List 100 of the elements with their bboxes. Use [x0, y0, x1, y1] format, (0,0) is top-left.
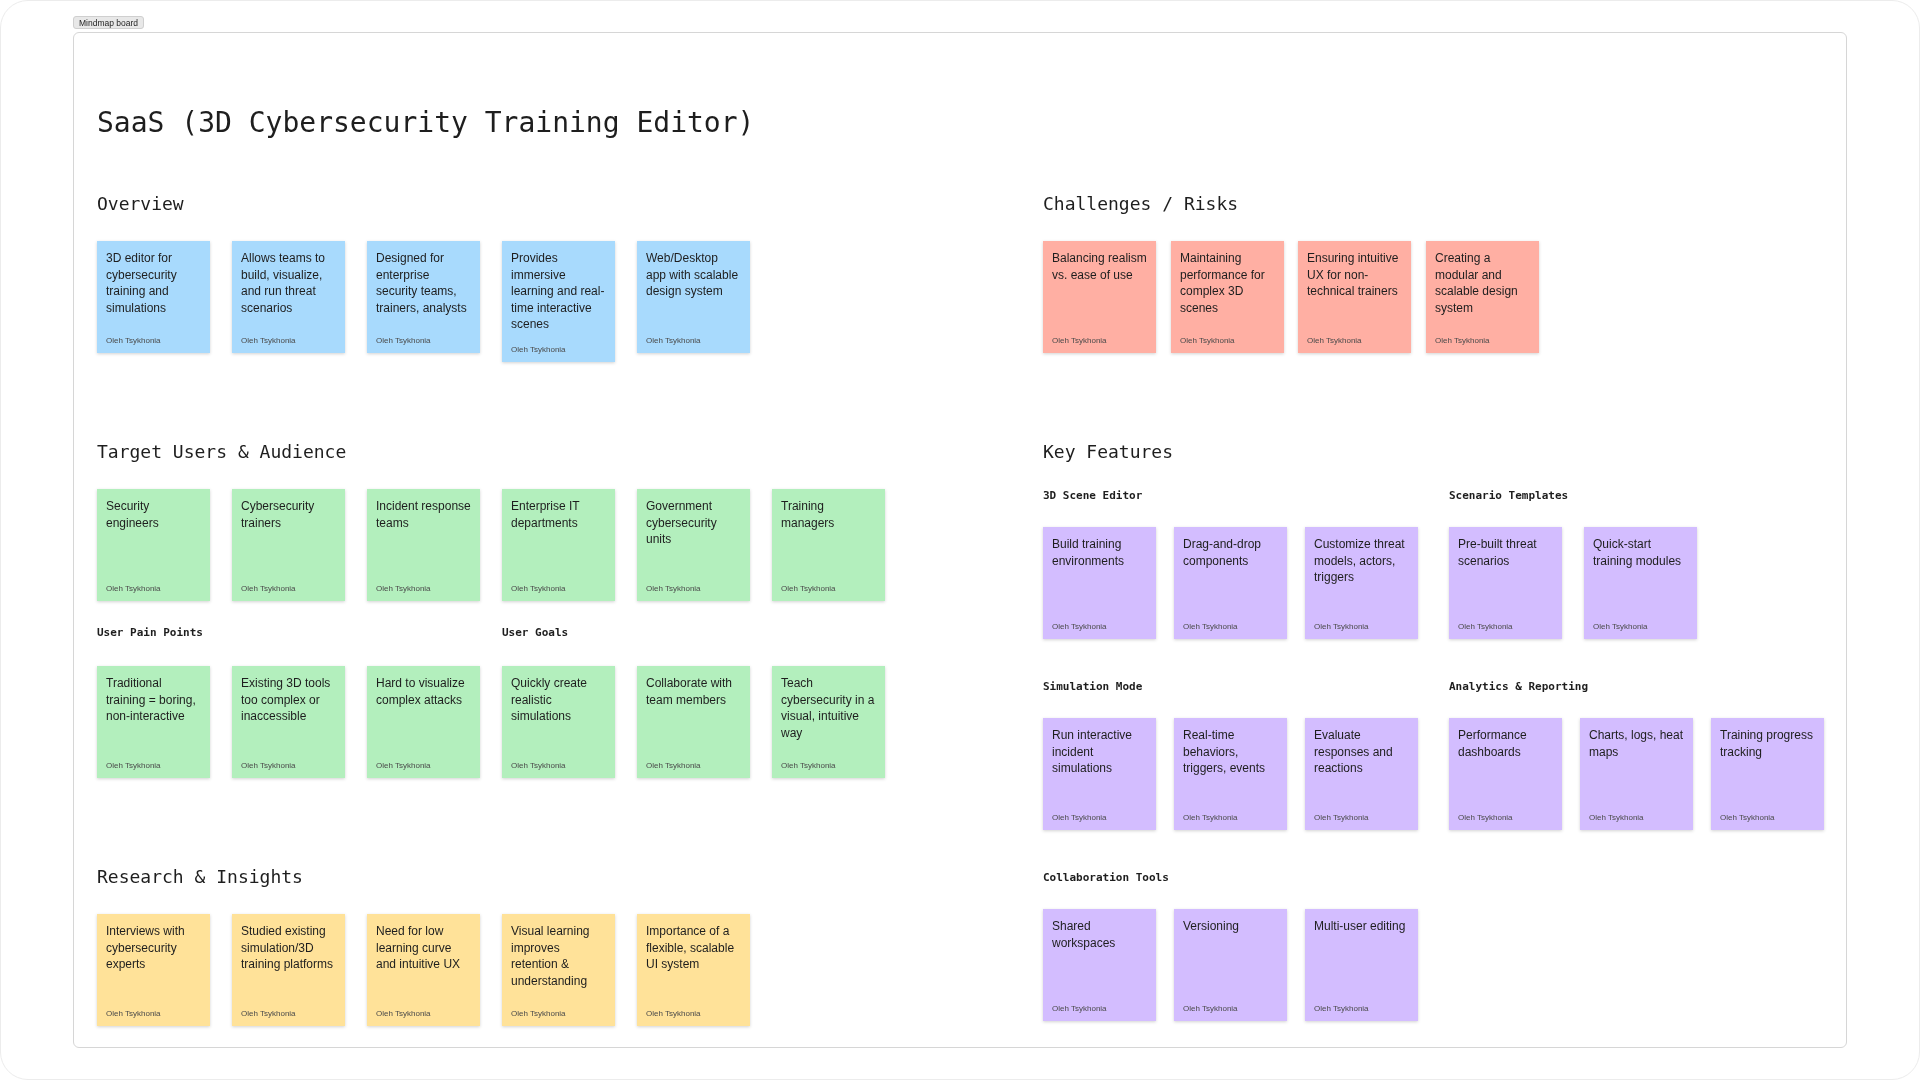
sticky-note	[1174, 909, 1287, 1021]
sticky-note	[97, 489, 210, 601]
sticky-note	[1043, 527, 1156, 639]
sticky-note	[1043, 241, 1156, 353]
author-name: Oleh Tsykhonia	[241, 336, 296, 346]
note-text: Interviews with cybersecurity experts	[106, 923, 186, 973]
note-text: Multi-user editing	[1314, 918, 1406, 935]
author-name: Oleh Tsykhonia	[781, 584, 836, 594]
note-text: Drag-and-drop components	[1183, 536, 1263, 570]
section-heading: Challenges / Risks	[1043, 193, 1239, 215]
board-title: SaaS (3D Cybersecurity Training Editor)	[97, 106, 755, 140]
author-name: Oleh Tsykhonia	[1314, 1004, 1369, 1014]
sticky-note	[637, 241, 750, 353]
author-name: Oleh Tsykhonia	[376, 761, 431, 771]
sticky-note	[502, 489, 615, 601]
note-text: Web/Desktop app with scalable design system	[646, 250, 740, 300]
author-name: Oleh Tsykhonia	[1314, 813, 1369, 823]
section-heading: Research & Insights	[97, 866, 303, 888]
sticky-note	[367, 914, 480, 1026]
note-text: Training managers	[781, 498, 836, 532]
note-text: Build training environments	[1052, 536, 1126, 570]
note-text: Charts, logs, heat maps	[1589, 727, 1684, 761]
subsection-heading: Collaboration Tools	[1043, 871, 1169, 885]
frame-name-tag: Mindmap board	[73, 16, 145, 29]
sticky-note	[1711, 718, 1824, 830]
sticky-note	[367, 666, 480, 778]
author-name: Oleh Tsykhonia	[1435, 336, 1490, 346]
author-name: Oleh Tsykhonia	[511, 344, 566, 355]
note-text: Training progress tracking	[1720, 727, 1814, 761]
sticky-note	[772, 666, 885, 778]
sticky-note	[1305, 909, 1418, 1021]
sticky-note	[1449, 718, 1562, 830]
sticky-note	[367, 241, 480, 353]
note-text: Enterprise IT departments	[511, 498, 581, 532]
sticky-note	[1043, 909, 1156, 1021]
note-text: Teach cybersecurity in a visual, intuitive way	[781, 675, 876, 742]
note-text: Versioning	[1183, 918, 1240, 935]
note-text: Ensuring intuitive UX for non-technical trainers	[1307, 250, 1400, 300]
sticky-note	[1174, 527, 1287, 639]
subsection-heading: 3D Scene Editor	[1043, 489, 1143, 503]
author-name: Oleh Tsykhonia	[511, 761, 566, 771]
author-name: Oleh Tsykhonia	[646, 761, 701, 771]
sticky-note	[1426, 241, 1539, 353]
sticky-note	[502, 241, 615, 362]
sticky-note	[1171, 241, 1284, 353]
note-text: Evaluate responses and reactions	[1314, 727, 1394, 777]
sticky-note	[1580, 718, 1693, 830]
author-name: Oleh Tsykhonia	[106, 761, 161, 771]
author-name: Oleh Tsykhonia	[1307, 336, 1362, 346]
author-name: Oleh Tsykhonia	[376, 336, 431, 346]
author-name: Oleh Tsykhonia	[106, 584, 161, 594]
author-name: Oleh Tsykhonia	[376, 1009, 431, 1019]
note-text: Studied existing simulation/3D training platforms	[241, 923, 335, 973]
note-text: Collaborate with team members	[646, 675, 734, 709]
sticky-note	[1305, 527, 1418, 639]
author-name: Oleh Tsykhonia	[241, 761, 296, 771]
author-name: Oleh Tsykhonia	[1052, 813, 1107, 823]
sticky-note	[1449, 527, 1562, 639]
note-text: Visual learning improves retention & understanding	[511, 923, 591, 990]
section-heading: Target Users & Audience	[97, 441, 347, 463]
note-text: Importance of a flexible, scalable UI system	[646, 923, 736, 973]
sticky-note	[1305, 718, 1418, 830]
note-text: Quick-start training modules	[1593, 536, 1683, 570]
note-text: Cybersecurity trainers	[241, 498, 316, 532]
note-text: Balancing realism vs. ease of use	[1052, 250, 1147, 284]
author-name: Oleh Tsykhonia	[1458, 622, 1513, 632]
author-name: Oleh Tsykhonia	[511, 1009, 566, 1019]
sticky-note	[97, 666, 210, 778]
author-name: Oleh Tsykhonia	[1589, 813, 1644, 823]
sticky-note	[232, 914, 345, 1026]
author-name: Oleh Tsykhonia	[1180, 336, 1235, 346]
note-text: 3D editor for cybersecurity training and simulations	[106, 250, 178, 317]
note-text: Incident response teams	[376, 498, 471, 532]
author-name: Oleh Tsykhonia	[1720, 813, 1775, 823]
author-name: Oleh Tsykhonia	[1183, 1004, 1238, 1014]
note-text: Existing 3D tools too complex or inaccessible	[241, 675, 332, 725]
author-name: Oleh Tsykhonia	[1458, 813, 1513, 823]
note-text: Government cybersecurity units	[646, 498, 718, 548]
section-heading: Overview	[97, 193, 184, 215]
sticky-note	[232, 666, 345, 778]
sticky-note	[367, 489, 480, 601]
sticky-note	[1174, 718, 1287, 830]
author-name: Oleh Tsykhonia	[1183, 813, 1238, 823]
sticky-note	[637, 489, 750, 601]
note-text: Creating a modular and scalable design system	[1435, 250, 1519, 317]
note-text: Quickly create realistic simulations	[511, 675, 589, 725]
sticky-note	[232, 241, 345, 353]
subsection-heading: Simulation Mode	[1043, 680, 1143, 694]
author-name: Oleh Tsykhonia	[241, 584, 296, 594]
author-name: Oleh Tsykhonia	[646, 336, 701, 346]
note-text: Shared workspaces	[1052, 918, 1117, 952]
author-name: Oleh Tsykhonia	[106, 1009, 161, 1019]
author-name: Oleh Tsykhonia	[511, 584, 566, 594]
note-text: Security engineers	[106, 498, 160, 532]
sticky-note	[637, 914, 750, 1026]
sticky-note	[1298, 241, 1411, 353]
sticky-note	[637, 666, 750, 778]
sticky-note	[1584, 527, 1697, 639]
note-text: Maintaining performance for complex 3D scenes	[1180, 250, 1266, 317]
note-text: Need for low learning curve and intuitive UX	[376, 923, 462, 973]
